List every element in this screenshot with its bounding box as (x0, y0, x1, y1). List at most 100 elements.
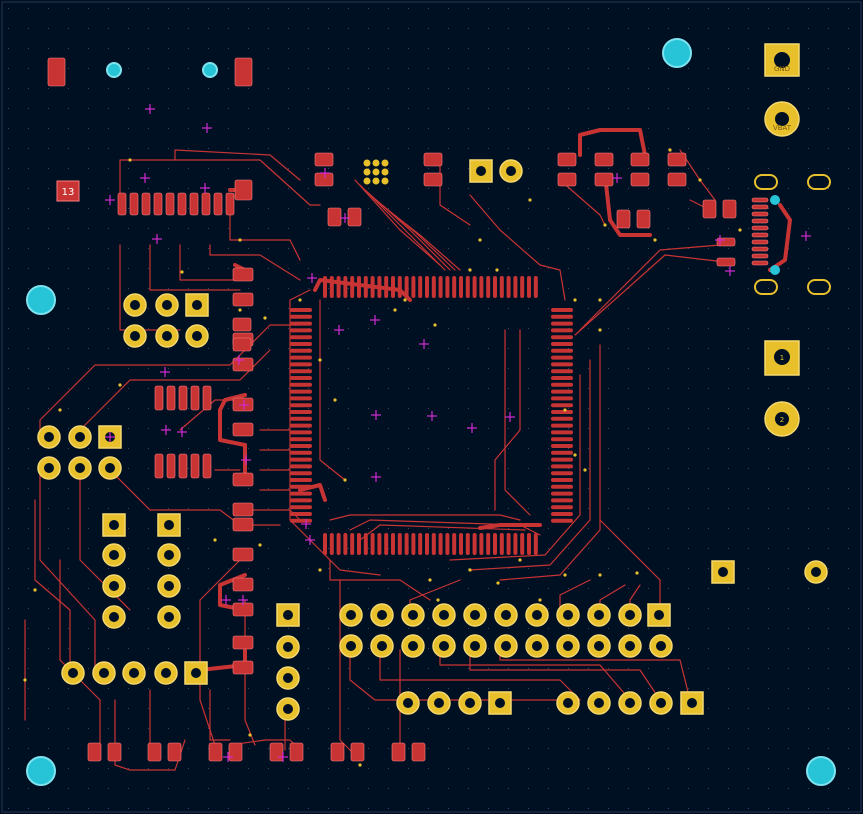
grid-dot (328, 688, 329, 689)
mcu-pin-left (290, 335, 312, 340)
grid-dot (588, 768, 589, 769)
grid-dot (488, 608, 489, 609)
grid-dot (148, 548, 149, 549)
grid-dot (768, 208, 769, 209)
grid-dot (828, 728, 829, 729)
grid-dot (208, 568, 209, 569)
grid-dot (308, 208, 309, 209)
grid-dot (188, 728, 189, 729)
smd-pad-icon (667, 152, 687, 167)
smd-pad-icon (327, 207, 342, 227)
grid-dot (528, 208, 529, 209)
grid-dot (288, 768, 289, 769)
copper-traces (24, 149, 726, 771)
grid-dot (668, 68, 669, 69)
grid-dot (848, 208, 849, 209)
grid-dot (348, 788, 349, 789)
grid-dot (228, 408, 229, 409)
grid-dot (788, 588, 789, 589)
grid-dot (848, 348, 849, 349)
grid-dot (368, 588, 369, 589)
grid-dot (568, 168, 569, 169)
grid-dot (708, 328, 709, 329)
grid-dot (608, 508, 609, 509)
grid-dot (348, 48, 349, 49)
grid-dot (668, 468, 669, 469)
grid-dot (488, 488, 489, 489)
grid-dot (648, 748, 649, 749)
grid-dot (408, 768, 409, 769)
grid-dot (588, 128, 589, 129)
grid-dot (668, 508, 669, 509)
grid-dot (448, 148, 449, 149)
mcu-pin-left (290, 498, 312, 503)
grid-dot (268, 148, 269, 149)
grid-dot (388, 68, 389, 69)
grid-dot (528, 408, 529, 409)
grid-dot (68, 508, 69, 509)
grid-dot (708, 108, 709, 109)
smd-pad-icon (232, 502, 254, 517)
via-icon (158, 518, 162, 522)
grid-dot (128, 688, 129, 689)
grid-dot (88, 248, 89, 249)
grid-dot (688, 248, 689, 249)
grid-dot (208, 548, 209, 549)
grid-dot (428, 168, 429, 169)
grid-dot (368, 628, 369, 629)
grid-dot (668, 668, 669, 669)
smd-pad-icon (166, 453, 176, 479)
grid-dot (508, 808, 509, 809)
grid-dot (388, 188, 389, 189)
through-hole-pad-icon (718, 567, 728, 577)
grid-dot (808, 68, 809, 69)
grid-dot (608, 428, 609, 429)
grid-dot (768, 768, 769, 769)
mcu-pin-bottom (336, 533, 341, 555)
grid-dot (448, 168, 449, 169)
grid-dot (68, 48, 69, 49)
grid-dot (268, 48, 269, 49)
mcu-pin-top (486, 276, 491, 298)
grid-dot (28, 648, 29, 649)
grid-dot (568, 108, 569, 109)
smd-pad-icon (751, 218, 769, 224)
grid-dot (248, 168, 249, 169)
mounting-hole-icon (770, 265, 780, 275)
mcu-pin-left (290, 423, 312, 428)
grid-dot (828, 548, 829, 549)
grid-dot (788, 88, 789, 89)
grid-dot (108, 808, 109, 809)
grid-dot (288, 428, 289, 429)
mcu-pin-right (551, 437, 573, 442)
grid-dot (308, 688, 309, 689)
grid-dot (468, 448, 469, 449)
grid-dot (568, 368, 569, 369)
grid-dot (428, 8, 429, 9)
through-hole-pad-icon (164, 581, 174, 591)
grid-dot (588, 628, 589, 629)
grid-dot (628, 788, 629, 789)
grid-dot (8, 408, 9, 409)
grid-dot (88, 528, 89, 529)
grid-dot (848, 308, 849, 309)
grid-dot (488, 148, 489, 149)
grid-dot (368, 748, 369, 749)
grid-dot (408, 348, 409, 349)
grid-dot (48, 248, 49, 249)
grid-dot (648, 88, 649, 89)
grid-dot (548, 508, 549, 509)
grid-dot (828, 308, 829, 309)
grid-dot (308, 628, 309, 629)
smd-pad-icon (751, 253, 769, 259)
grid-dot (208, 268, 209, 269)
grid-dot (228, 588, 229, 589)
grid-dot (708, 128, 709, 129)
grid-dot (808, 148, 809, 149)
grid-dot (268, 688, 269, 689)
grid-dot (228, 368, 229, 369)
grid-dot (228, 428, 229, 429)
grid-dot (528, 688, 529, 689)
grid-dot (168, 788, 169, 789)
